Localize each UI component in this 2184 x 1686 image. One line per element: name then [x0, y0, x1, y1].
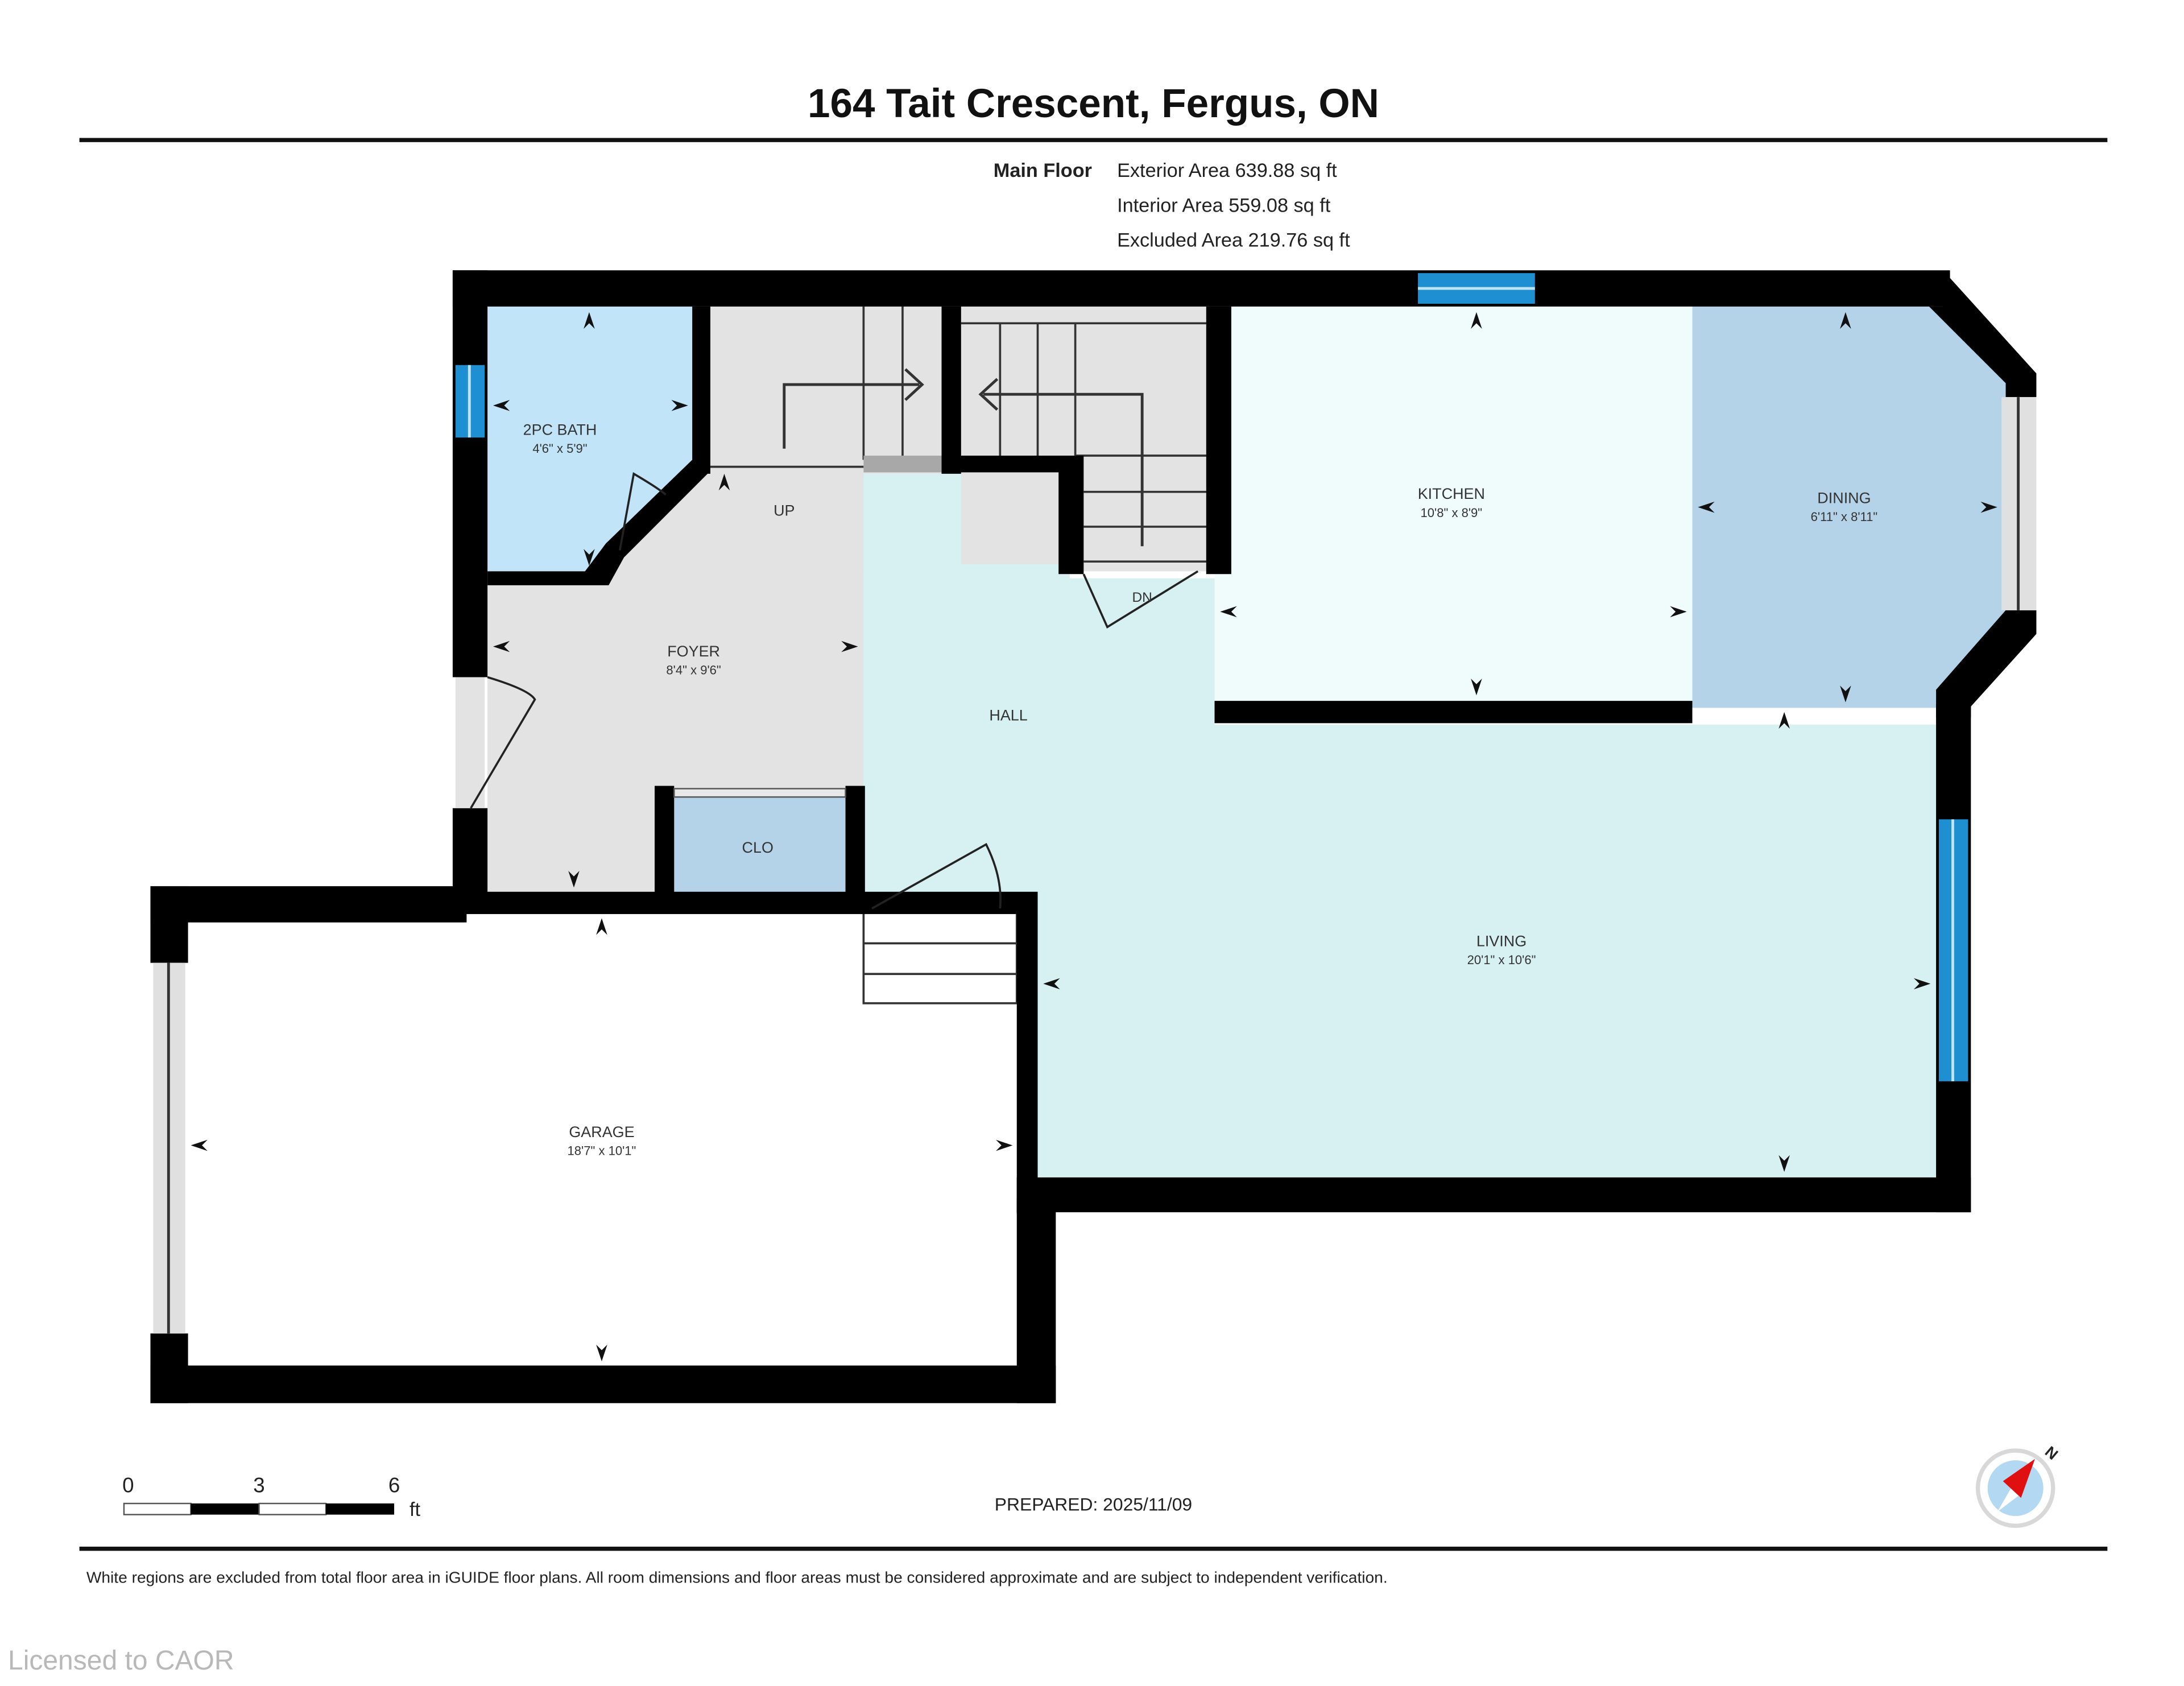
hall-living-area — [863, 473, 1937, 1177]
footer-rule — [79, 1547, 2108, 1551]
stairs-down-label: DN — [1132, 590, 1152, 605]
garage-name: GARAGE — [569, 1123, 634, 1140]
stairs-up-area — [710, 306, 945, 467]
doors — [470, 472, 1199, 910]
foyer-name: FOYER — [667, 643, 720, 660]
room-labels: 2PC BATH 4'6" x 5'9" FOYER 8'4" x 9'6" K… — [523, 421, 1878, 1158]
dining-area — [1692, 306, 2006, 708]
garage-steps — [862, 911, 1018, 1005]
title-rule — [79, 138, 2108, 142]
license-watermark: Licensed to CAOR — [8, 1646, 234, 1676]
stair-arrows — [783, 368, 1144, 547]
windows — [153, 273, 2037, 1334]
excluded-area: Excluded Area 219.76 sq ft — [1117, 230, 1350, 251]
prepared-date: PREPARED: 2025/11/09 — [995, 1494, 1192, 1514]
closet-door — [673, 788, 846, 798]
dining-dims: 6'11" x 8'11" — [1811, 510, 1878, 524]
scale-tick-3: 3 — [253, 1474, 264, 1497]
dimension-markers — [191, 312, 1997, 1362]
scale-tick-0: 0 — [122, 1474, 134, 1497]
stairs-down-area — [961, 306, 1212, 565]
disclaimer: White regions are excluded from total fl… — [86, 1569, 1388, 1586]
kitchen-name: KITCHEN — [1418, 485, 1485, 502]
room-fills — [487, 306, 2006, 1177]
floor-label: Main Floor — [994, 160, 1092, 181]
garage-dims: 18'7" x 10'1" — [568, 1144, 636, 1158]
closet-area — [671, 794, 847, 895]
scale-bar: 0 3 6 ft — [122, 1474, 420, 1521]
bath-name: 2PC BATH — [523, 421, 597, 438]
scale-unit: ft — [410, 1499, 421, 1520]
front-door-gap — [455, 677, 485, 808]
stair-landing — [863, 456, 942, 473]
scale-tick-6: 6 — [388, 1474, 400, 1497]
interior-area: Interior Area 559.08 sq ft — [1117, 195, 1331, 216]
compass-icon: N — [1975, 1443, 2061, 1528]
dining-name: DINING — [1817, 489, 1871, 506]
closet-name: CLO — [742, 839, 774, 856]
exterior-area: Exterior Area 639.88 sq ft — [1117, 160, 1337, 181]
hall-name: HALL — [989, 706, 1027, 724]
compass-north-label: N — [2042, 1443, 2061, 1463]
living-name: LIVING — [1476, 932, 1527, 949]
kitchen-dims: 10'8" x 8'9" — [1421, 506, 1483, 520]
bath-area — [487, 306, 693, 572]
living-dims: 20'1" x 10'6" — [1467, 953, 1536, 967]
page-title: 164 Tait Crescent, Fergus, ON — [808, 81, 1379, 126]
bath-dims: 4'6" x 5'9" — [532, 441, 587, 456]
stairs-up-label: UP — [774, 502, 795, 519]
kitchen-area — [1214, 306, 1693, 704]
foyer-dims: 8'4" x 9'6" — [666, 663, 721, 677]
